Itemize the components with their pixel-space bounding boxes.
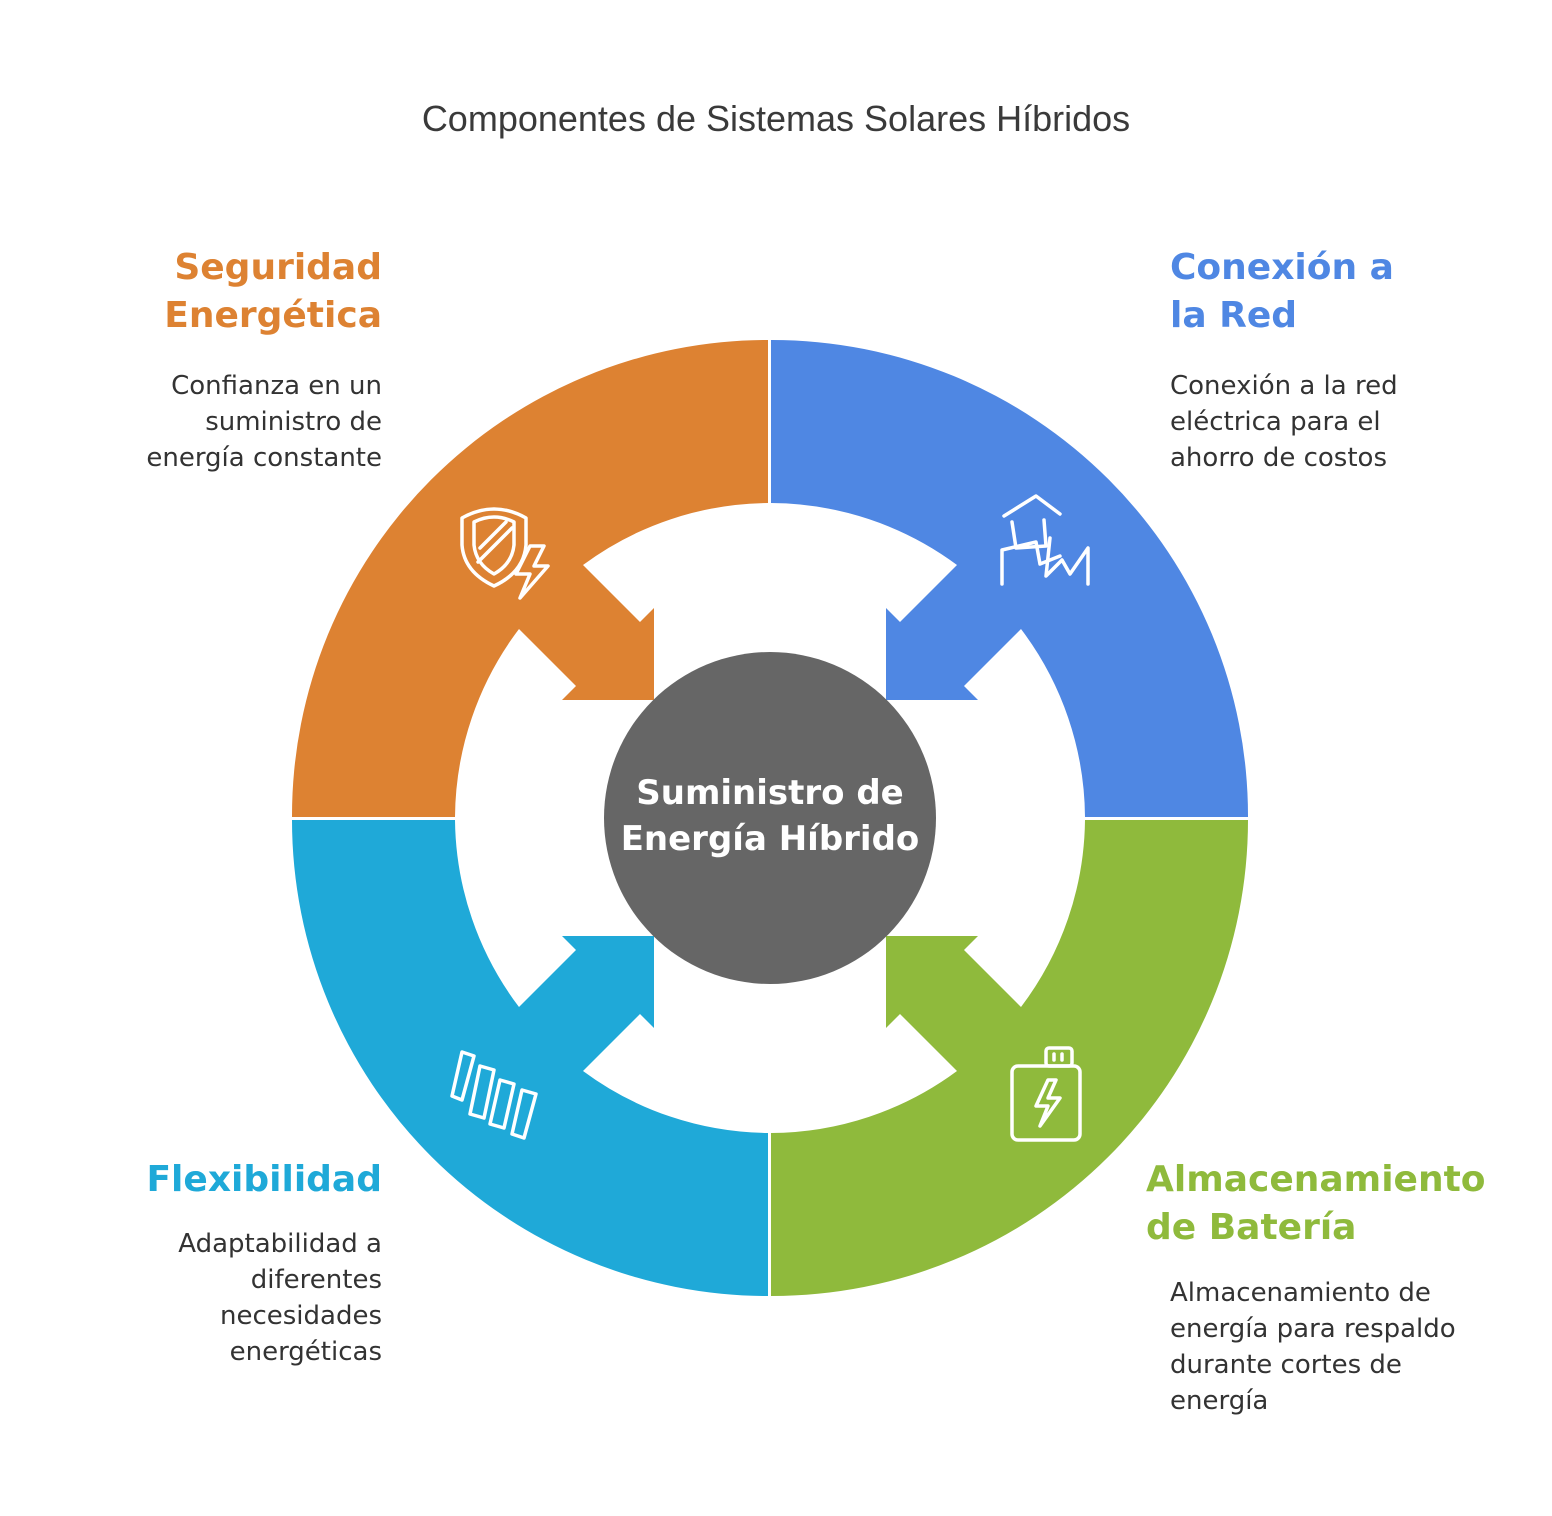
heading-seguridad: Seguridad Energética <box>164 247 382 336</box>
desc-flexibilidad: Adaptabilidad a diferentes necesidades e… <box>178 1229 382 1367</box>
segment-almacenamiento-shape <box>771 820 1248 1297</box>
battery-bolt-icon <box>1010 1046 1082 1142</box>
segment-flexibilidad-shape <box>292 820 768 1296</box>
center-circle <box>604 652 936 984</box>
desc-seguridad: Confianza en un suministro de energía co… <box>146 371 382 473</box>
shield-bolt-icon <box>460 507 550 600</box>
desc-almacenamiento: Almacenamiento de energía para respaldo … <box>1170 1278 1456 1416</box>
heading-almacenamiento: Almacenamiento de Batería <box>1146 1159 1486 1248</box>
diagram-title: Componentes de Sistemas Solares Híbridos <box>421 98 1131 139</box>
segment-conexion-shape <box>771 339 1249 817</box>
flexible-wave-icon <box>450 1050 538 1140</box>
center-label: Suministro de Energía Híbrido <box>620 773 920 859</box>
segment-conexion <box>771 339 1249 817</box>
segment-almacenamiento <box>771 820 1248 1297</box>
desc-conexion: Conexión a la red eléctrica para el ahor… <box>1170 371 1398 473</box>
heading-conexion: Conexión a la Red <box>1170 247 1394 336</box>
heading-flexibilidad: Flexibilidad <box>146 1159 382 1200</box>
segment-flexibilidad <box>292 820 768 1296</box>
house-grid-icon <box>1000 494 1090 586</box>
